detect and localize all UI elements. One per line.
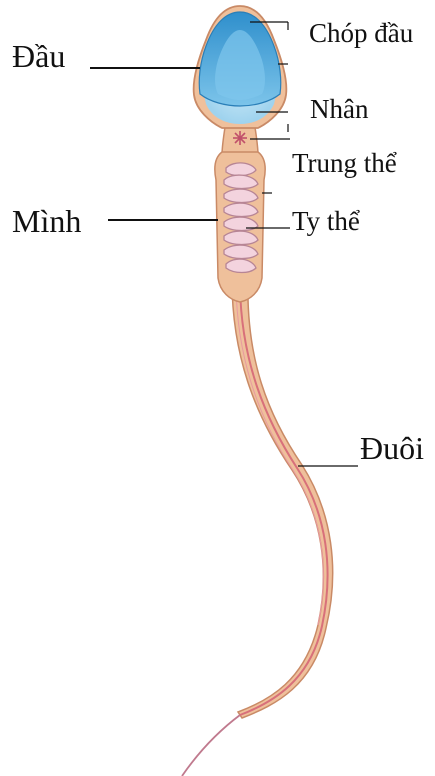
label-body: Mình xyxy=(12,205,81,237)
label-tail: Đuôi xyxy=(360,432,424,464)
label-nucleus: Nhân xyxy=(310,96,368,123)
tail-end-piece xyxy=(182,715,240,776)
centriole-mark xyxy=(233,131,247,145)
label-acrosome: Chóp đầu xyxy=(309,20,413,47)
label-mitochondria: Ty thể xyxy=(292,208,360,235)
label-head: Đầu xyxy=(12,40,65,72)
label-centriole: Trung thể xyxy=(292,150,397,177)
